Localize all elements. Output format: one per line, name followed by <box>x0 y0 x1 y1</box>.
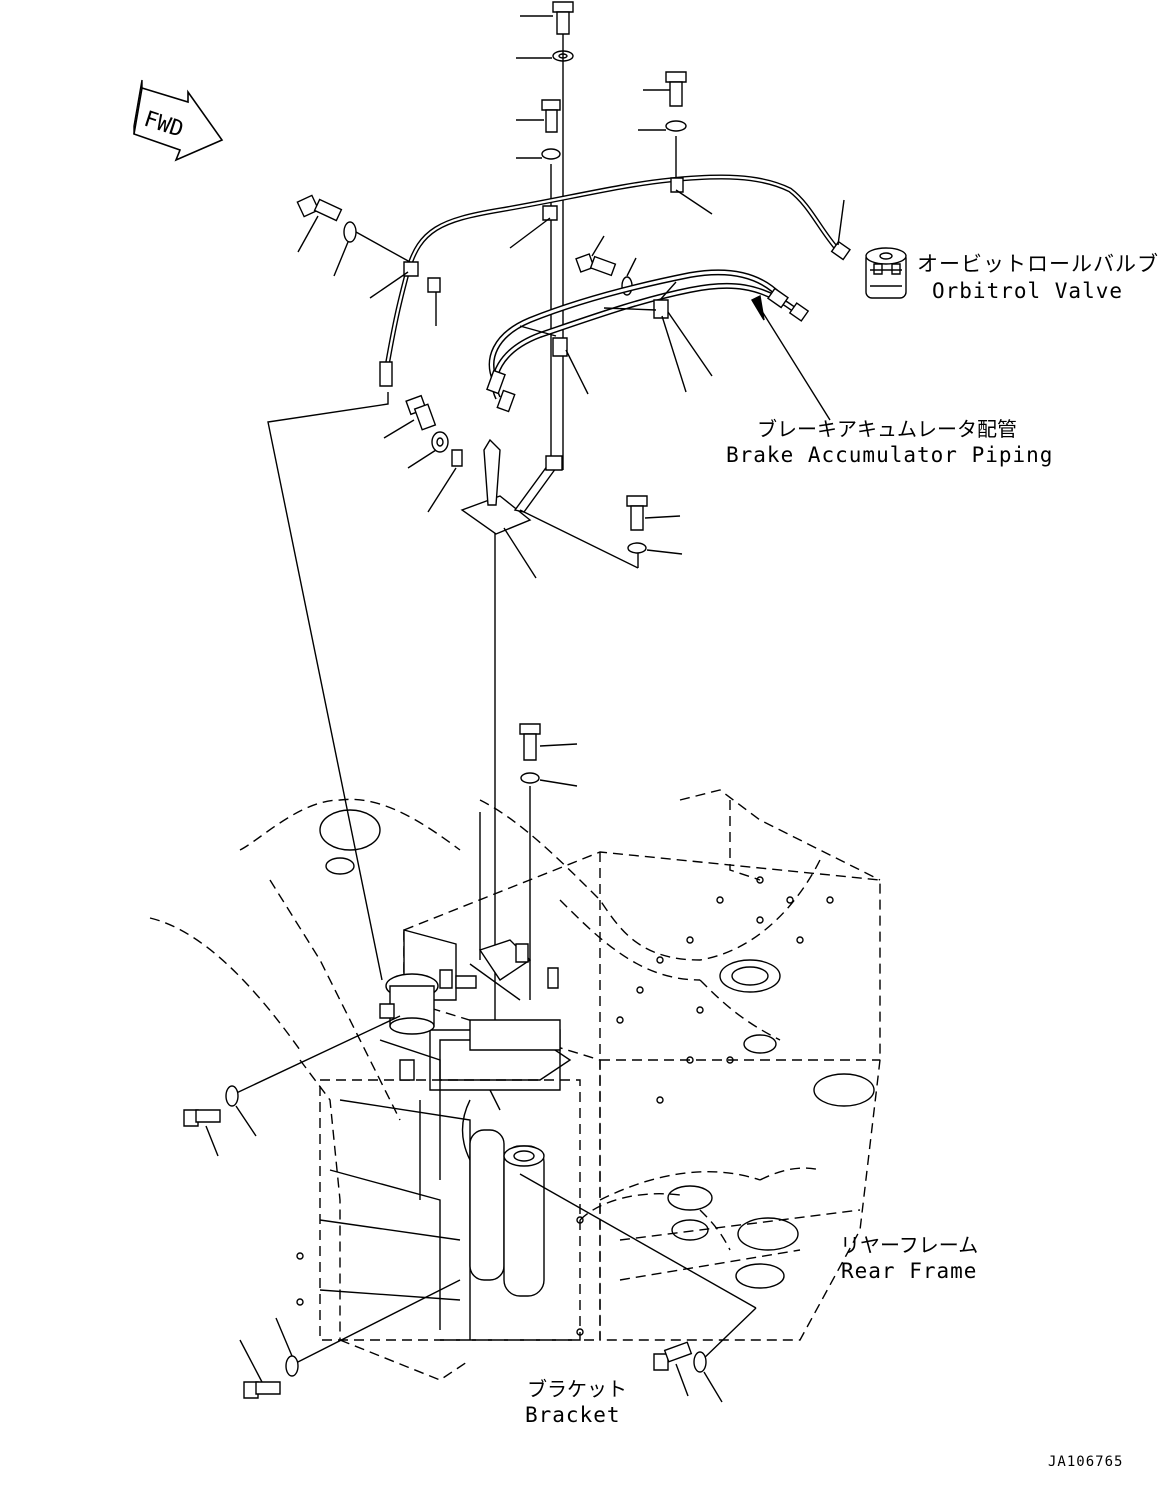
bracket-label-en: Bracket <box>525 1403 621 1427</box>
rear-frame-label-jp: リヤーフレーム <box>840 1233 978 1257</box>
top-bolt-3 <box>643 72 686 106</box>
top-washer-3 <box>638 121 686 131</box>
right-bolt <box>627 496 680 530</box>
orbitrol-label-jp: オービットロールバルブ <box>917 252 1159 276</box>
leader-bottom-right <box>520 1174 756 1308</box>
fwd-arrow-icon: FWD <box>134 80 222 160</box>
brake-clamp-1 <box>520 326 588 394</box>
leader-bottom-right-2 <box>700 1308 756 1362</box>
frame-bolt-right <box>654 1342 691 1396</box>
brake-accumulator-piping <box>487 272 808 411</box>
top-washer-2 <box>516 149 560 159</box>
lower-bolt <box>520 724 577 760</box>
frame-bolt-bottom <box>240 1340 280 1398</box>
right-washer <box>628 543 682 554</box>
frame-washer-right <box>694 1352 722 1402</box>
leader-lower-left <box>230 1016 400 1096</box>
rear-frame-holes <box>297 810 874 1335</box>
frame-washer-left <box>226 1086 256 1136</box>
hose-clamp-3 <box>370 262 418 298</box>
leader-bottom-left <box>290 1280 460 1366</box>
orbitrol-hose <box>380 177 850 386</box>
bracket-label-jp: ブラケット <box>527 1377 627 1401</box>
brake-label-en: Brake Accumulator Piping <box>726 443 1053 467</box>
brake-pointer-icon <box>752 296 764 320</box>
accumulator-assembly <box>320 930 580 1340</box>
brake-leader <box>760 308 830 420</box>
bracket-washer <box>408 432 448 468</box>
hose-clamp-1 <box>510 206 557 248</box>
hose-bracket <box>462 440 638 578</box>
bracket-fitting <box>428 450 462 512</box>
leader-long-left <box>268 392 388 980</box>
drawing-code: JA106765 <box>1048 1454 1123 1470</box>
orbitrol-label-en: Orbitrol Valve <box>932 279 1123 303</box>
brake-label-jp: ブレーキアキュムレータ配管 <box>757 417 1017 441</box>
brake-clamp-2 <box>604 282 712 392</box>
orbitrol-valve-icon <box>866 248 906 298</box>
mid-bolt <box>576 236 615 275</box>
top-bolt-1 <box>520 2 573 34</box>
hose-elbow-fitting <box>428 278 440 326</box>
left-washer <box>334 222 356 276</box>
lower-washer <box>521 773 577 786</box>
bracket-bolt <box>384 396 435 438</box>
rear-frame-label-en: Rear Frame <box>841 1259 977 1283</box>
frame-washer-bottom <box>276 1318 298 1376</box>
left-bolt <box>297 195 341 252</box>
frame-bolt-left <box>184 1110 220 1156</box>
top-bolt-2 <box>516 100 560 132</box>
top-washer-1 <box>516 51 573 61</box>
hose-clamp-2 <box>671 178 712 214</box>
leader-left-washer <box>356 232 410 262</box>
